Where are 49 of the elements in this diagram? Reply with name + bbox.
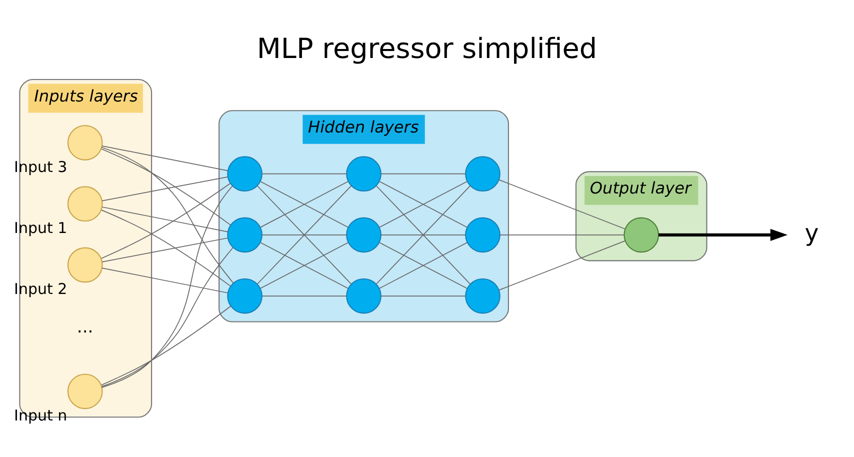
node-circle bbox=[227, 156, 262, 192]
node-label: Input 3 bbox=[14, 158, 68, 176]
node-circle bbox=[624, 217, 660, 253]
node-circle bbox=[67, 374, 103, 410]
node-circle bbox=[227, 278, 262, 314]
cluster: Output layer bbox=[575, 171, 708, 262]
node-circle bbox=[67, 247, 103, 283]
label: ... bbox=[76, 317, 94, 338]
connector bbox=[379, 242, 468, 289]
connector bbox=[101, 146, 234, 284]
node-label: Input n bbox=[14, 406, 68, 425]
cluster: Hidden layers bbox=[218, 110, 509, 322]
node-circle bbox=[465, 217, 500, 253]
node-circle bbox=[346, 278, 382, 314]
connector bbox=[102, 206, 228, 232]
connector bbox=[260, 181, 348, 228]
connector bbox=[262, 234, 347, 236]
node-circle bbox=[346, 156, 382, 192]
connector bbox=[379, 181, 468, 228]
node-circle bbox=[227, 217, 262, 253]
connector bbox=[380, 173, 466, 174]
connector bbox=[102, 145, 228, 172]
connector bbox=[376, 186, 470, 284]
node-circle bbox=[346, 217, 382, 253]
connector bbox=[101, 210, 231, 286]
connector bbox=[101, 247, 234, 387]
node-text: y bbox=[804, 218, 819, 247]
node-circle bbox=[67, 125, 103, 160]
node-label: Input 2 bbox=[14, 280, 68, 298]
node-circle bbox=[465, 278, 500, 314]
connector bbox=[102, 238, 228, 262]
node-label: Input 1 bbox=[14, 219, 68, 237]
diagram-title: MLP regressor simplified bbox=[256, 32, 598, 65]
connector bbox=[101, 306, 232, 386]
node-circle bbox=[67, 186, 103, 222]
node-circle bbox=[465, 156, 500, 192]
connector bbox=[498, 240, 626, 290]
connector bbox=[101, 182, 231, 259]
connector bbox=[102, 176, 228, 202]
connector bbox=[262, 173, 347, 174]
connector bbox=[500, 234, 624, 236]
connector bbox=[102, 268, 228, 294]
connector bbox=[257, 186, 352, 284]
arrow bbox=[658, 228, 788, 241]
connector bbox=[101, 148, 231, 226]
connector bbox=[380, 234, 466, 236]
connector bbox=[498, 179, 626, 230]
connector bbox=[260, 242, 348, 289]
connector bbox=[101, 186, 233, 388]
